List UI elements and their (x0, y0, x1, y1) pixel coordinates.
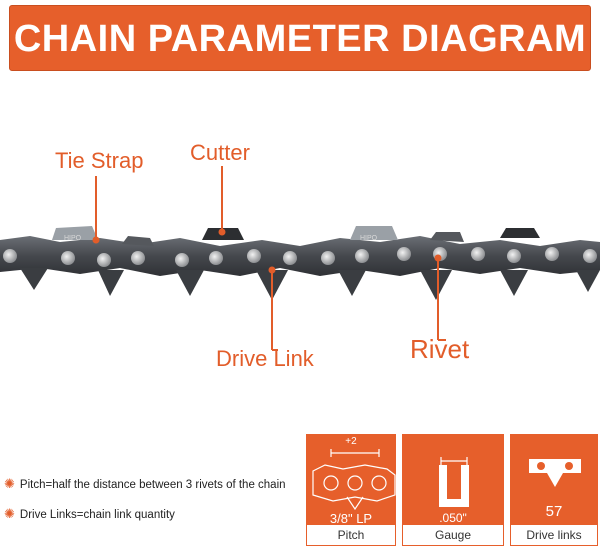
pitch-caption: Pitch (307, 525, 395, 545)
sun-bullet-icon: ✺ (4, 476, 15, 491)
legend-drive-links-text: Drive Links=chain link quantity (19, 509, 175, 521)
cutters (52, 226, 540, 246)
legend-pitch: ✺ Pitch=half the distance between 3 rivet… (4, 476, 286, 492)
legend-drive-links: ✺ Drive Links=chain link quantity (4, 506, 175, 522)
drive-links-caption: Drive links (511, 525, 597, 545)
rivets (3, 247, 597, 267)
pitch-marker: +2 (345, 436, 357, 447)
legend-pitch-text: Pitch=half the distance between 3 rivets… (19, 479, 286, 491)
label-cutter: Cutter (190, 140, 250, 165)
label-tie-strap: Tie Strap (55, 148, 144, 173)
pitch-panel: +2 3/8" LP Pitch (306, 434, 396, 546)
title-banner: CHAIN PARAMETER DIAGRAM (9, 5, 591, 71)
drive-links-value: 57 (545, 503, 563, 520)
gauge-value: .050" (439, 511, 467, 525)
chain-illustration: HIPO HIPO (0, 166, 600, 351)
gauge-panel: .050" Gauge (402, 434, 504, 546)
gauge-caption: Gauge (403, 525, 503, 545)
label-drive-link: Drive Link (216, 346, 314, 371)
sun-bullet-icon: ✺ (4, 506, 15, 521)
pitch-value: 3/8" LP (329, 511, 373, 526)
chain-body (0, 236, 600, 276)
drive-links-panel: 57 Drive links (510, 434, 598, 546)
link-stamp-right: HIPO (360, 235, 378, 242)
label-rivet: Rivet (410, 334, 470, 364)
pitch-diagram-icon (312, 449, 396, 511)
drive-link-icon (529, 459, 581, 487)
leader-lines (92, 166, 446, 351)
page-title: CHAIN PARAMETER DIAGRAM (13, 18, 587, 60)
gauge-icon (439, 457, 469, 507)
link-stamp-left: HIPO (64, 235, 82, 242)
drive-link-teeth (20, 268, 600, 300)
